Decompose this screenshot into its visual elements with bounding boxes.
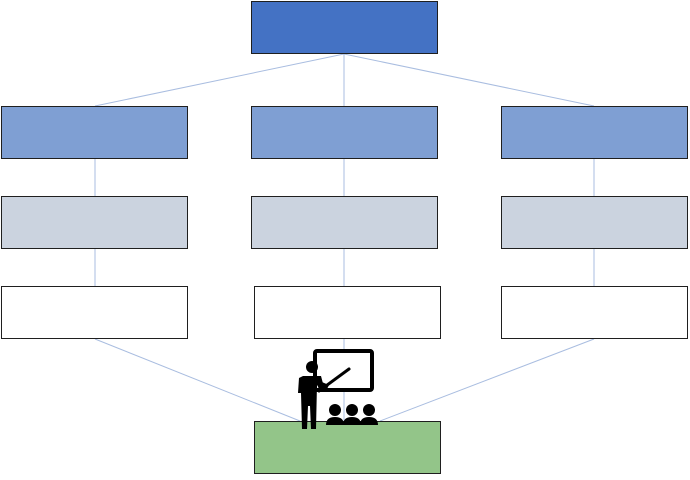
- white-node-3: [501, 286, 688, 339]
- connector-white-3-to-bottom: [379, 338, 595, 422]
- white-node-1: [1, 286, 188, 339]
- bottom-node: [254, 421, 441, 474]
- grey-node-2: [251, 196, 438, 249]
- white-node-2: [254, 286, 441, 339]
- mid-node-2: [251, 106, 438, 159]
- connector-white-1-to-bottom: [94, 338, 301, 422]
- teacher-presenting-icon: [298, 349, 378, 429]
- root-node: [251, 1, 438, 54]
- connector-root-to-mid-1: [94, 53, 345, 107]
- grey-node-3: [501, 196, 688, 249]
- connector-root-to-mid-3: [343, 53, 595, 107]
- mid-node-3: [501, 106, 688, 159]
- mid-node-1: [1, 106, 188, 159]
- grey-node-1: [1, 196, 188, 249]
